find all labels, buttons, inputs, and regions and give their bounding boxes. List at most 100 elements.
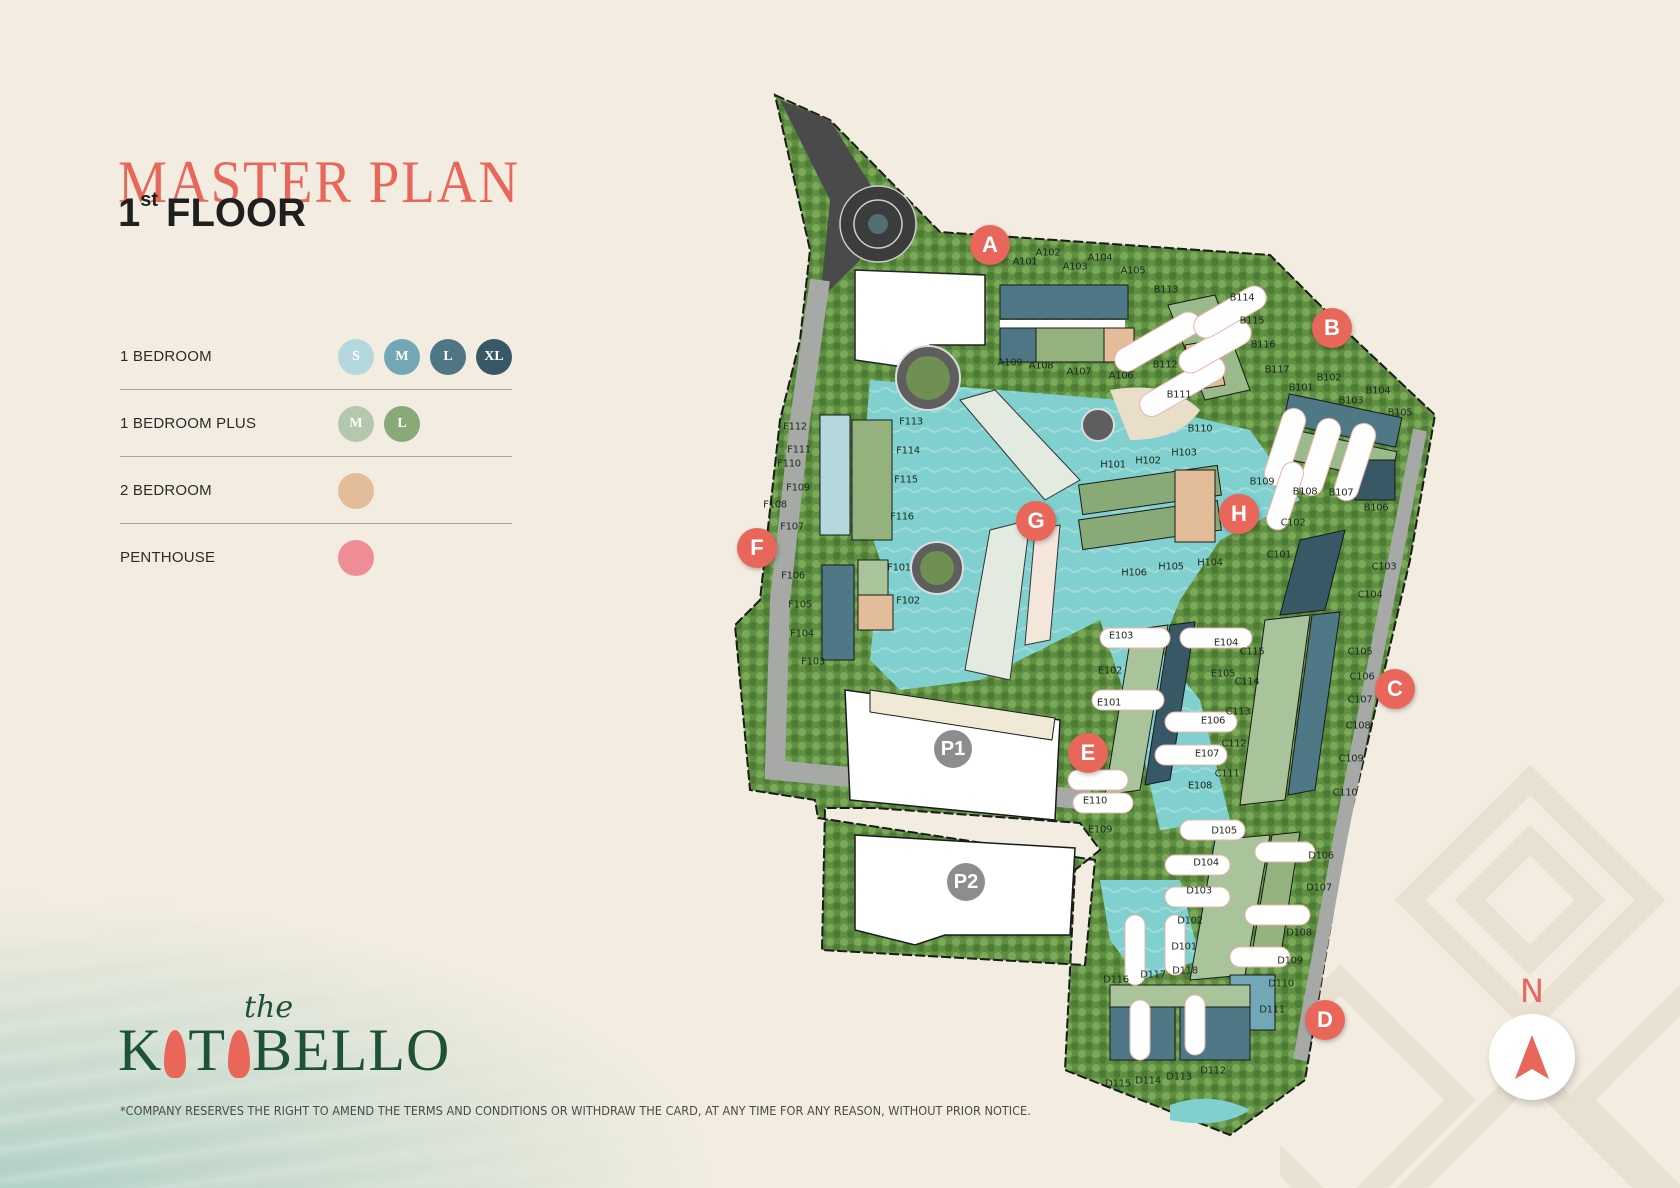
zone-marker-f[interactable]: F xyxy=(737,528,777,568)
legend-label: 1 BEDROOM xyxy=(120,348,212,365)
unit-label: F108 xyxy=(763,499,787,511)
unit-label: A109 xyxy=(997,357,1023,369)
unit-label: B114 xyxy=(1229,292,1255,304)
unit-label: C112 xyxy=(1221,738,1247,750)
clubhouse-building xyxy=(854,269,986,371)
legend-swatches xyxy=(338,540,374,576)
zone-marker-g[interactable]: G xyxy=(1016,501,1056,541)
unit-label: B109 xyxy=(1249,476,1275,488)
unit-label: C107 xyxy=(1347,694,1373,706)
logo-letter-t: T xyxy=(188,1017,226,1083)
floor-number: 1 xyxy=(118,191,141,235)
unit-label: E108 xyxy=(1187,780,1213,792)
compass xyxy=(1489,1014,1575,1100)
unit-label: H105 xyxy=(1158,561,1184,573)
unit-label: H106 xyxy=(1121,567,1147,579)
compass-north-label: N xyxy=(1520,972,1544,1010)
floor-label: FLOOR xyxy=(166,191,307,235)
unit-label: F116 xyxy=(890,511,914,523)
parking-marker-p1[interactable]: P1 xyxy=(934,730,972,768)
unit-label: C102 xyxy=(1280,517,1306,529)
zone-marker-h[interactable]: H xyxy=(1219,494,1259,534)
unit-label: F111 xyxy=(787,444,811,456)
unit-label: B101 xyxy=(1288,382,1314,394)
zone-marker-d[interactable]: D xyxy=(1305,1000,1345,1040)
unit-label: A102 xyxy=(1035,247,1061,259)
unit-label: E110 xyxy=(1082,795,1108,807)
parking-marker-p2[interactable]: P2 xyxy=(947,863,985,901)
unit-label: B102 xyxy=(1316,372,1342,384)
legend-swatches xyxy=(338,473,374,509)
page-title: MASTER PLAN xyxy=(118,149,521,216)
legend-row: PENTHOUSE xyxy=(120,524,512,590)
legend-swatch: M xyxy=(338,406,374,442)
unit-label: F104 xyxy=(790,628,814,640)
unit-label: C103 xyxy=(1371,561,1397,573)
unit-label: F110 xyxy=(777,458,801,470)
zone-marker-e[interactable]: E xyxy=(1068,733,1108,773)
legend-swatch: L xyxy=(384,406,420,442)
unit-label: B111 xyxy=(1166,389,1192,401)
unit-label: F105 xyxy=(788,599,812,611)
unit-label: D109 xyxy=(1277,955,1303,967)
unit-label: D111 xyxy=(1259,1004,1285,1016)
unit-label: E101 xyxy=(1096,697,1122,709)
unit-label: B115 xyxy=(1239,315,1265,327)
block-f xyxy=(819,414,894,661)
unit-label: B106 xyxy=(1363,502,1389,514)
zone-marker-a[interactable]: A xyxy=(970,225,1010,265)
unit-label: A104 xyxy=(1087,252,1113,264)
unit-label: D103 xyxy=(1186,885,1212,897)
unit-label: C106 xyxy=(1349,671,1375,683)
walkway-bridges xyxy=(1067,285,1377,1061)
zone-marker-c[interactable]: C xyxy=(1375,669,1415,709)
legend-label: 1 BEDROOM PLUS xyxy=(120,415,257,432)
unit-label: D110 xyxy=(1268,978,1294,990)
unit-label: D112 xyxy=(1200,1065,1226,1077)
legend-swatch: L xyxy=(430,339,466,375)
unit-label: A108 xyxy=(1028,360,1054,372)
logo-prefix: the xyxy=(244,990,294,1025)
unit-label: H103 xyxy=(1171,447,1197,459)
unit-label: F103 xyxy=(801,656,825,668)
unit-label: A101 xyxy=(1012,256,1038,268)
unit-label: C110 xyxy=(1332,787,1358,799)
unit-label: E107 xyxy=(1194,748,1220,760)
unit-label: A103 xyxy=(1062,261,1088,273)
unit-label: E103 xyxy=(1108,630,1134,642)
unit-label: F112 xyxy=(783,421,807,433)
logo-letters-bello: BELLO xyxy=(252,1017,451,1083)
unit-label: B117 xyxy=(1264,364,1290,376)
unit-label: E106 xyxy=(1200,715,1226,727)
unit-label: B107 xyxy=(1328,487,1354,499)
unit-label: F106 xyxy=(781,570,805,582)
surfboard-icon xyxy=(228,1030,250,1078)
unit-label: D113 xyxy=(1166,1071,1192,1083)
unit-label: C115 xyxy=(1239,646,1265,658)
unit-label: D106 xyxy=(1308,850,1334,862)
zone-marker-b[interactable]: B xyxy=(1312,308,1352,348)
legend-swatch: XL xyxy=(476,339,512,375)
unit-label: H101 xyxy=(1100,459,1126,471)
unit-label: E102 xyxy=(1097,665,1123,677)
unit-label: D116 xyxy=(1103,974,1129,986)
unit-label: C108 xyxy=(1345,720,1371,732)
block-g xyxy=(959,389,1081,681)
unit-label: B116 xyxy=(1250,339,1276,351)
surfboard-icon xyxy=(164,1030,187,1078)
unit-label: D108 xyxy=(1286,927,1312,939)
logo-wordmark: K T BELLO xyxy=(118,1020,450,1080)
unit-label: E109 xyxy=(1087,824,1113,836)
logo-letter-k: K xyxy=(118,1017,163,1083)
unit-label: F113 xyxy=(899,416,923,428)
unit-label: D118 xyxy=(1172,965,1198,977)
disclaimer-text: *COMPANY RESERVES THE RIGHT TO AMEND THE… xyxy=(120,1104,1031,1118)
brand-logo: the K T BELLO xyxy=(118,990,449,1090)
legend-swatch: S xyxy=(338,339,374,375)
unit-label: H102 xyxy=(1135,455,1161,467)
unit-label: D104 xyxy=(1193,857,1219,869)
